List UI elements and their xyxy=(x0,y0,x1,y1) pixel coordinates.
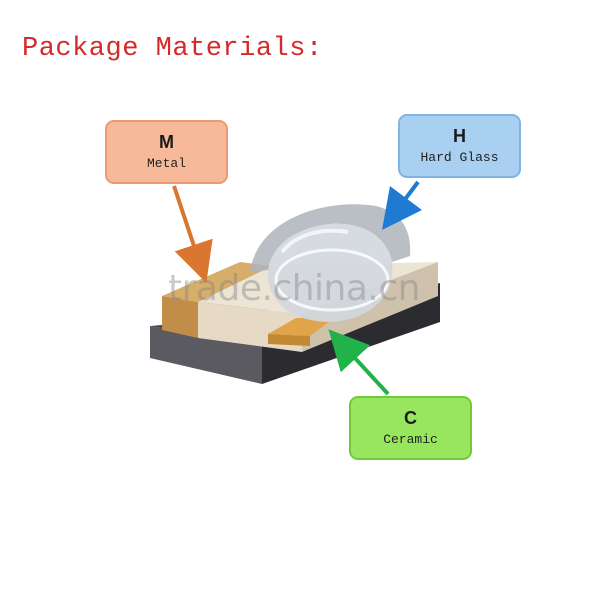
hard-glass-label-box: H Hard Glass xyxy=(398,114,521,178)
page-title: Package Materials: xyxy=(22,34,323,64)
metal-label-text: Metal xyxy=(146,156,186,171)
metal-terminal-top xyxy=(162,262,272,302)
glass-dome-highlight xyxy=(280,228,349,254)
ceramic-arrow xyxy=(328,329,390,396)
glass-dome-rim xyxy=(274,248,390,312)
ceramic-label-box: C Ceramic xyxy=(349,396,472,460)
ceramic-pad-front xyxy=(268,334,310,346)
glass-arrow xyxy=(382,180,422,230)
ceramic-label-text: Ceramic xyxy=(383,432,438,447)
glass-dome-back xyxy=(250,204,411,272)
metal-arrow xyxy=(172,185,213,283)
glass-dome-body xyxy=(267,223,393,322)
ceramic-pad xyxy=(268,318,334,336)
hard-glass-label-letter: H xyxy=(453,126,466,146)
ceramic-label-letter: C xyxy=(404,408,417,428)
watermark: trade.china.cn xyxy=(168,268,420,309)
metal-label-box: M Metal xyxy=(105,120,228,184)
metal-label-letter: M xyxy=(159,132,174,152)
metal-terminal-front xyxy=(162,296,198,338)
hard-glass-label-text: Hard Glass xyxy=(420,150,499,165)
